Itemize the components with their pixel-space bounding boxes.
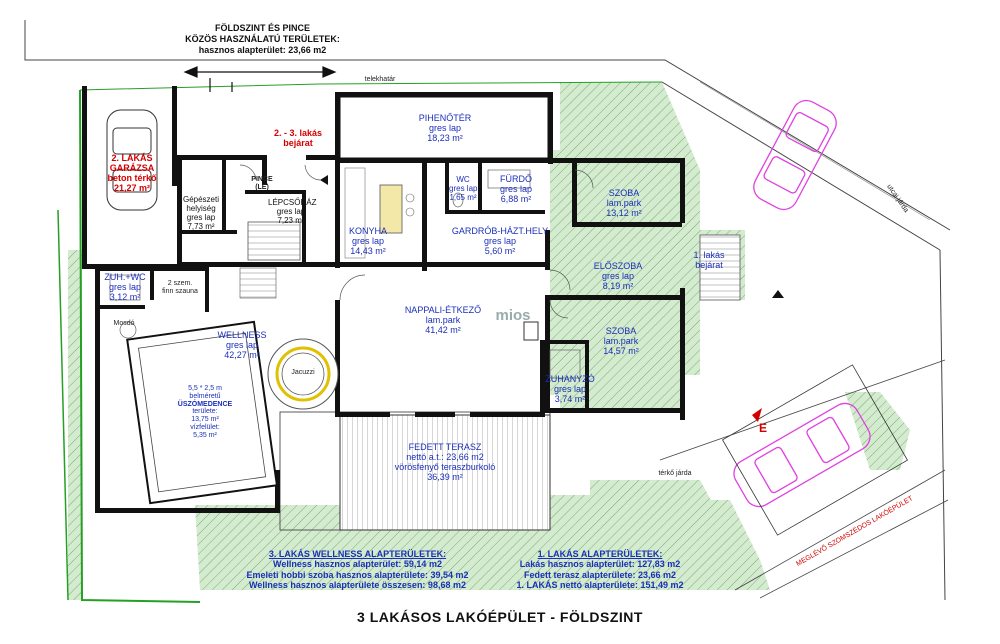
flat-1-area-summary: 1. LAKÁS ALAPTERÜLETEK: Lakás hasznos al… — [516, 549, 684, 591]
fixtures — [109, 169, 581, 379]
car-garage — [106, 109, 158, 211]
cellar-label: PINCE(LE) — [251, 176, 273, 191]
street-boundary — [24, 20, 951, 601]
entrance-stairs — [699, 234, 741, 301]
property-line-left — [57, 209, 69, 601]
washbasin-label: Mosdó — [113, 320, 135, 327]
pool — [126, 320, 279, 505]
property-line-top — [79, 81, 663, 91]
header-line-2: KÖZÖS HASZNÁLATÚ TERÜLETEK: — [185, 34, 340, 44]
lawn-areas — [68, 82, 910, 600]
property-line-label: telekhatár — [364, 76, 396, 83]
building-walls — [177, 92, 685, 420]
header-line-1: FÖLDSZINT ÉS PINCE — [214, 23, 310, 33]
plan-title: 3 LAKÁSOS LAKÓÉPÜLET - FÖLDSZINT — [357, 609, 643, 625]
jacuzzi-label: Jacuzzi — [291, 369, 315, 376]
garage-walls — [82, 86, 177, 269]
wellness-area-summary: 3. LAKÁS WELLNESS ALAPTERÜLETEK: Wellnes… — [246, 549, 469, 591]
entrance-arrows — [320, 175, 784, 422]
jacuzzi — [267, 338, 339, 410]
terrace-deck — [339, 414, 551, 531]
door-swings — [239, 164, 594, 319]
window-nappali — [523, 321, 539, 341]
header-line-3: hasznos alapterület: 23,66 m2 — [198, 45, 327, 55]
watermark: mios — [495, 307, 531, 324]
walkway-label: térkő járda — [658, 470, 692, 477]
sauna-label: 2 szem.finn szauna — [162, 280, 198, 295]
property-line — [79, 89, 201, 603]
wellness-walls — [95, 267, 280, 513]
entrance-e-label: E — [758, 421, 767, 435]
rest-area — [339, 96, 549, 159]
width-arrows — [183, 66, 337, 92]
car-street — [753, 99, 837, 211]
kitchen-island — [344, 167, 415, 259]
wellness-stairs — [239, 267, 277, 299]
car-neighbour — [722, 364, 908, 536]
staircase — [247, 221, 301, 261]
